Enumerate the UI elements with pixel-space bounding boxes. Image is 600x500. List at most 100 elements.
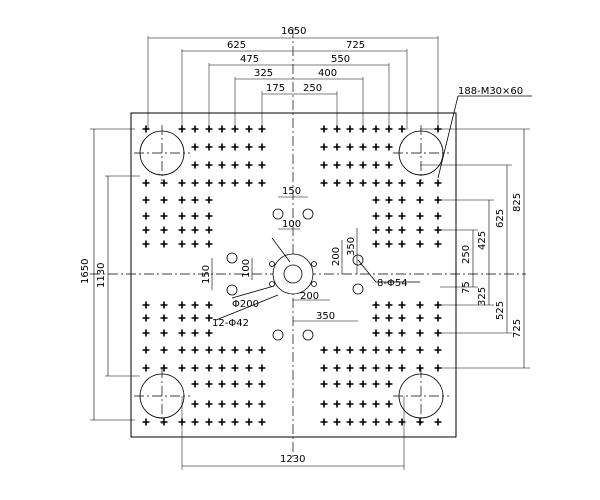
thread-hole-mark	[372, 400, 380, 408]
dim-150-center-h: 150	[282, 186, 301, 197]
thread-hole-mark	[398, 346, 406, 354]
thread-hole-mark	[320, 143, 328, 151]
thread-hole-mark	[160, 418, 168, 426]
thread-hole-mark	[398, 418, 406, 426]
thread-hole-mark	[178, 196, 186, 204]
thread-hole-mark	[372, 143, 380, 151]
thread-hole-mark	[205, 226, 213, 234]
dim-475-top: 475	[240, 54, 259, 65]
thread-hole-mark	[416, 212, 424, 220]
thread-hole-mark	[320, 125, 328, 133]
thread-hole-mark	[258, 400, 266, 408]
thread-hole-mark	[434, 179, 442, 187]
thread-hole-mark	[191, 301, 199, 309]
thread-hole-mark	[205, 196, 213, 204]
thread-hole-mark	[372, 314, 380, 322]
thread-hole-mark	[385, 329, 393, 337]
ejector-hole-3	[226, 252, 238, 264]
thread-hole-mark	[231, 161, 239, 169]
thread-hole-mark	[333, 143, 341, 151]
thread-hole-mark	[191, 240, 199, 248]
thread-hole-mark	[333, 179, 341, 187]
thread-hole-mark	[372, 179, 380, 187]
top-dimensions	[147, 36, 439, 130]
dim-625-top: 625	[227, 40, 246, 51]
thread-hole-mark	[398, 125, 406, 133]
thread-hole-mark	[434, 240, 442, 248]
dim-100-center-h: 100	[282, 219, 301, 230]
thread-hole-mark	[385, 364, 393, 372]
thread-hole-mark	[245, 418, 253, 426]
dim-425-right: 425	[477, 231, 488, 250]
thread-hole-mark	[178, 179, 186, 187]
thread-hole-mark	[218, 400, 226, 408]
dim-250-right: 250	[461, 245, 472, 264]
thread-hole-mark	[372, 212, 380, 220]
thread-hole-mark	[346, 179, 354, 187]
small-hole-d	[311, 281, 317, 287]
thread-hole-mark	[218, 364, 226, 372]
thread-hole-mark	[205, 212, 213, 220]
thread-hole-mark	[160, 226, 168, 234]
thread-hole-mark	[372, 226, 380, 234]
right-dimensions	[420, 128, 530, 369]
thread-hole-mark	[359, 161, 367, 169]
thread-hole-mark	[160, 329, 168, 337]
thread-hole-mark	[191, 314, 199, 322]
dim-150-center-v: 150	[201, 265, 212, 284]
thread-hole-mark	[191, 400, 199, 408]
dim-175-top: 175	[266, 83, 285, 94]
dim-525-right: 525	[495, 301, 506, 320]
thread-hole-mark	[434, 314, 442, 322]
thread-hole-mark	[191, 143, 199, 151]
thread-hole-mark	[178, 240, 186, 248]
dim-200-center-h: 200	[300, 291, 319, 302]
thread-hole-mark	[142, 179, 150, 187]
thread-hole-mark	[346, 400, 354, 408]
thread-hole-mark	[142, 196, 150, 204]
thread-hole-mark	[385, 346, 393, 354]
thread-hole-mark	[178, 364, 186, 372]
thread-hole-mark	[218, 125, 226, 133]
thread-hole-mark	[245, 346, 253, 354]
holes-42-callout: 12-Φ42	[212, 318, 249, 329]
thread-hole-mark	[178, 301, 186, 309]
thread-hole-mark	[218, 418, 226, 426]
thread-hole-mark	[398, 329, 406, 337]
thread-hole-mark	[385, 418, 393, 426]
thread-hole-mark	[346, 346, 354, 354]
thread-hole-mark	[258, 143, 266, 151]
thread-hole-mark	[205, 364, 213, 372]
thread-hole-mark	[385, 301, 393, 309]
thread-hole-mark	[416, 329, 424, 337]
dim-100-center-v: 100	[241, 259, 252, 278]
thread-hole-mark	[333, 161, 341, 169]
thread-hole-mark	[320, 364, 328, 372]
thread-hole-mark	[218, 380, 226, 388]
thread-hole-mark	[398, 240, 406, 248]
thread-hole-mark	[416, 346, 424, 354]
thread-hole-mark	[416, 240, 424, 248]
thread-hole-mark	[372, 301, 380, 309]
thread-hole-mark	[372, 364, 380, 372]
thread-hole-mark	[245, 161, 253, 169]
ejector-hole-4	[226, 284, 238, 296]
thread-hole-mark	[178, 212, 186, 220]
thread-hole-mark	[205, 179, 213, 187]
thread-hole-mark	[245, 125, 253, 133]
thread-hole-mark	[359, 364, 367, 372]
thread-hole-mark	[385, 400, 393, 408]
platen-outline	[130, 112, 457, 438]
thread-hole-mark	[218, 346, 226, 354]
dim-725-top: 725	[346, 40, 365, 51]
thread-hole-mark	[333, 346, 341, 354]
dim-325-top: 325	[254, 68, 273, 79]
thread-hole-mark	[434, 212, 442, 220]
thread-hole-mark	[160, 314, 168, 322]
thread-hole-mark	[320, 179, 328, 187]
thread-hole-mark	[160, 212, 168, 220]
thread-hole-mark	[231, 400, 239, 408]
thread-hole-mark	[346, 364, 354, 372]
holes-54-callout: 8-Φ54	[377, 278, 408, 289]
dim-1130-left: 1130	[96, 263, 107, 288]
